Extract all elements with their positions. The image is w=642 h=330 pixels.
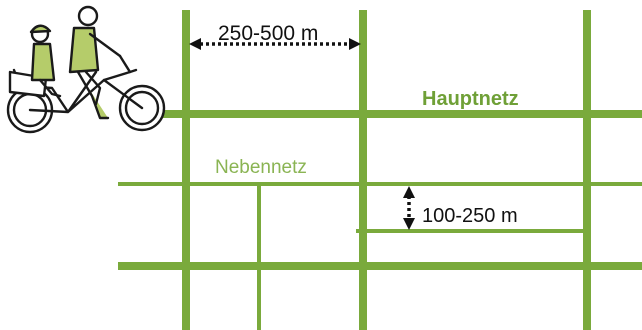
main-network-label: Hauptnetz xyxy=(422,88,519,110)
main-spacing-dimension: 250-500 m xyxy=(189,22,361,50)
minor-spacing-label: 100-250 m xyxy=(422,205,518,227)
main-spacing-label: 250-500 m xyxy=(218,22,318,45)
main-network xyxy=(118,10,642,330)
adult-arm xyxy=(88,32,122,58)
child-body xyxy=(30,42,56,82)
adult-body xyxy=(68,26,100,74)
adult-head xyxy=(77,5,99,27)
child-leg xyxy=(38,78,62,98)
cargo-bike-with-child-icon xyxy=(6,5,166,134)
arrowhead-up xyxy=(403,186,415,198)
arrowhead-down xyxy=(403,218,415,230)
bike-frame xyxy=(12,68,144,114)
arrowhead-right xyxy=(349,38,361,50)
minor-network xyxy=(118,182,642,330)
minor-spacing-dimension: 100-250 m xyxy=(403,186,518,230)
arrowhead-left xyxy=(189,38,201,50)
front-wheel-hub xyxy=(124,90,160,126)
adult-leg xyxy=(76,70,110,120)
minor-network-label: Nebennetz xyxy=(215,157,307,178)
handlebar xyxy=(118,54,138,74)
child-helmet xyxy=(29,24,52,34)
adult-leg-back xyxy=(84,70,102,106)
